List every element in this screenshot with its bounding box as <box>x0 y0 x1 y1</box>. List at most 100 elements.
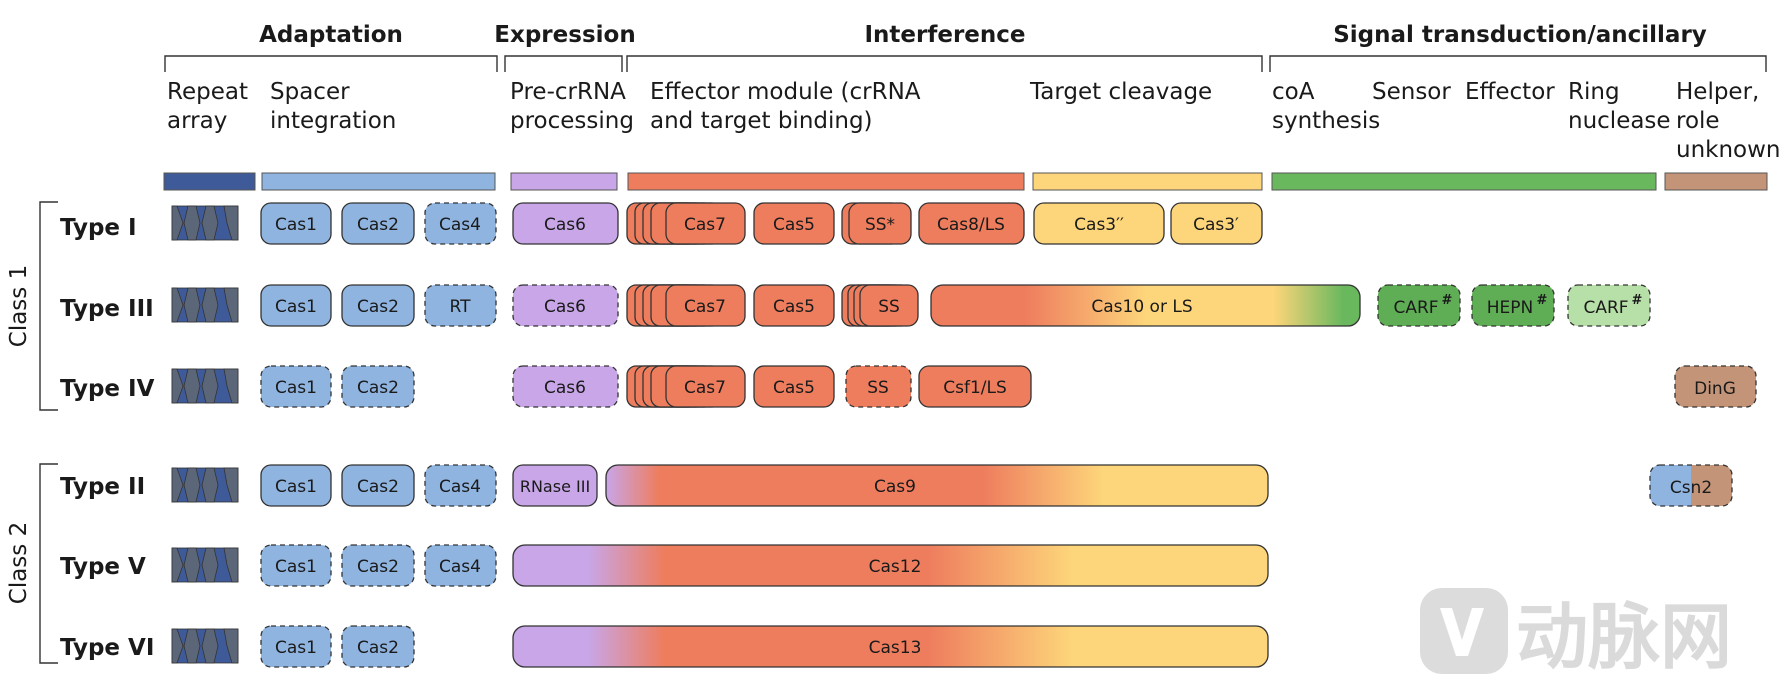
type6-row: Cas1 Cas2 Cas13 <box>260 625 1269 668</box>
type4-cas5-box <box>753 365 835 408</box>
watermark: 动脉网 <box>1420 588 1732 679</box>
type3-rt-box <box>424 284 497 327</box>
sub-headers: Repeat array Spacer integration Pre-crRN… <box>167 79 1781 163</box>
subheader-coa-line1: coA <box>1272 79 1315 105</box>
type2-cas2-label: Cas2 <box>357 477 399 497</box>
type3-cas10-label: Cas10 or LS <box>1091 297 1192 317</box>
type5-cas2-label: Cas2 <box>357 557 399 577</box>
subheader-repeat-line2: array <box>167 108 227 134</box>
type4-cas7-stack <box>626 365 746 408</box>
type3-carf2-label: CARF <box>1583 298 1628 318</box>
subheader-effector: Effector <box>1465 79 1555 105</box>
subheader-spacer-line2: integration <box>270 108 396 134</box>
type3-carf2-box <box>1567 284 1651 327</box>
type5-cas4-box <box>424 544 497 587</box>
type2-cas1-box <box>260 464 332 507</box>
type3-carf-box <box>1377 284 1461 327</box>
type4-ss-box <box>845 365 912 408</box>
type3-cas1-label: Cas1 <box>275 297 317 317</box>
type1-ss-box <box>848 202 912 245</box>
type4-cas6-box <box>512 365 619 408</box>
type4-cas7-label: Cas7 <box>684 378 726 398</box>
type1-cas1-label: Cas1 <box>275 215 317 235</box>
type3-hepn-box <box>1471 284 1555 327</box>
type1-cas5-box <box>753 202 835 245</box>
bar-adaptation <box>261 172 496 191</box>
type3-cas1-box <box>260 284 332 327</box>
bracket-interference <box>626 55 1263 72</box>
type3-cas7-stack <box>626 284 746 327</box>
type1-cas5-label: Cas5 <box>773 215 815 235</box>
type2-rnase-box <box>512 464 598 507</box>
type6-cas13-box <box>512 625 1269 668</box>
watermark-text: 动脉网 <box>1516 595 1732 679</box>
bar-helper <box>1664 172 1768 191</box>
type3-hepn-mark: # <box>1537 293 1548 308</box>
class2-label: Class 2 <box>6 522 32 604</box>
bar-target-cleavage <box>1032 172 1263 191</box>
class-labels <box>39 201 58 664</box>
subheader-effector-module-line2: and target binding) <box>650 108 873 134</box>
type3-cas7-label: Cas7 <box>684 297 726 317</box>
repeat-array-type6 <box>171 628 239 664</box>
type3-hepn-label: HEPN <box>1487 298 1534 318</box>
subheader-effector-module-line1: Effector module (crRNA <box>650 79 921 105</box>
type1-cas2-box <box>341 202 415 245</box>
bar-interference <box>627 172 1025 191</box>
type2-rnase-label: RNase III <box>520 477 590 496</box>
repeat-array-type1 <box>171 205 239 241</box>
type2-row: Cas1 Cas2 Cas4 RNase III Cas9 Csn2 <box>260 464 1733 507</box>
type2-cas9-label: Cas9 <box>874 477 916 497</box>
type1-cas4-label: Cas4 <box>439 215 481 235</box>
type1-cas3p-label: Cas3′ <box>1193 215 1239 235</box>
type4-cas2-box <box>341 365 415 408</box>
type6-cas2-box <box>341 625 415 668</box>
type2-cas4-label: Cas4 <box>439 477 481 497</box>
subheader-spacer-line1: Spacer <box>270 79 350 105</box>
type1-ss-label: SS* <box>865 215 895 235</box>
type5-label: Type V <box>60 554 146 580</box>
type6-cas1-box <box>260 625 332 668</box>
bracket-signal <box>1269 55 1767 72</box>
subheader-precrrna-line1: Pre-crRNA <box>510 79 626 105</box>
type4-cas6-label: Cas6 <box>544 378 586 398</box>
type1-label: Type I <box>60 215 137 241</box>
subheader-ring-line1: Ring <box>1568 79 1620 105</box>
repeat-array-type4 <box>171 368 239 404</box>
repeat-array-type3 <box>171 287 239 323</box>
type1-cas1-box <box>260 202 332 245</box>
type3-rt-label: RT <box>450 297 472 317</box>
type4-row: Cas1 Cas2 Cas6 Cas7 Cas5 SS Csf1/LS DinG <box>260 365 1757 408</box>
section-headers: Adaptation Expression Interference Signa… <box>259 22 1707 48</box>
watermark-logo-v-shape <box>1440 608 1484 656</box>
type3-cas6-box <box>512 284 619 327</box>
subheader-precrrna-line2: processing <box>510 108 634 134</box>
type2-cas2-box <box>341 464 415 507</box>
type5-cas1-box <box>260 544 332 587</box>
type-labels: Type I Type III Type IV Type II Type V T… <box>60 215 155 661</box>
type1-cas3p-box <box>1170 202 1263 245</box>
type1-row: Cas1 Cas2 Cas4 Cas6 Cas7 Cas5 SS* Cas8/L… <box>260 202 1263 245</box>
type3-cas5-label: Cas5 <box>773 297 815 317</box>
type4-ding-label: DinG <box>1694 379 1736 399</box>
type1-cas2-label: Cas2 <box>357 215 399 235</box>
bracket-expression <box>504 55 623 72</box>
type3-ss-label: SS <box>878 297 900 317</box>
type5-cas1-label: Cas1 <box>275 557 317 577</box>
type5-cas12-label: Cas12 <box>869 557 922 577</box>
subheader-helper-line3: unknown <box>1676 137 1781 163</box>
type3-carf2-mark: # <box>1632 293 1643 308</box>
type4-ding-box <box>1674 365 1757 408</box>
bar-repeat-array <box>163 172 256 191</box>
header-brackets <box>164 55 1767 72</box>
type4-cas2-label: Cas2 <box>357 378 399 398</box>
type2-cas4-box <box>424 464 497 507</box>
type1-cas3pp-box <box>1033 202 1165 245</box>
type3-carf-label: CARF <box>1393 298 1438 318</box>
bar-signal <box>1271 172 1657 191</box>
type3-label: Type III <box>60 296 154 322</box>
type2-label: Type II <box>60 474 145 500</box>
type4-csf1-box <box>918 365 1032 408</box>
type5-cas2-box <box>341 544 415 587</box>
type3-cas5-box <box>753 284 835 327</box>
